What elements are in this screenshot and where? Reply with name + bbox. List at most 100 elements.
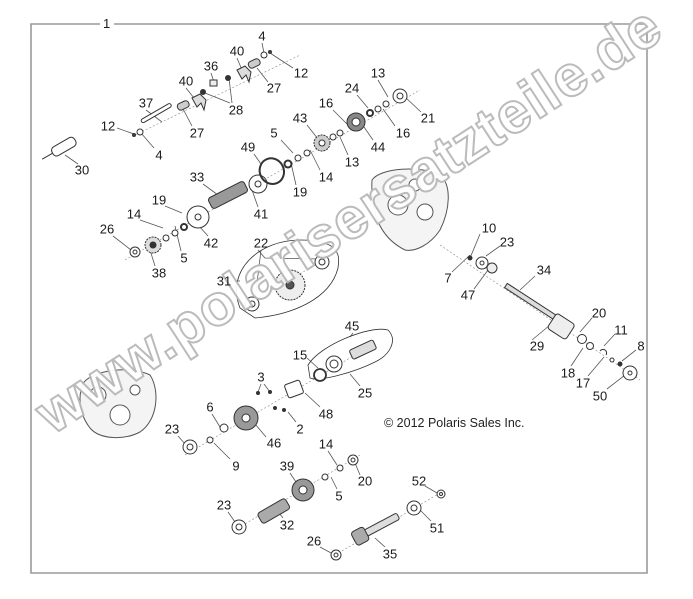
callout-25[interactable]: 25 (357, 385, 373, 401)
callout-12[interactable]: 12 (293, 65, 309, 81)
callout-7[interactable]: 7 (444, 270, 452, 286)
callout-11[interactable]: 11 (614, 322, 628, 338)
callout-34[interactable]: 34 (536, 262, 552, 278)
callout-19[interactable]: 19 (151, 192, 167, 208)
callout-40[interactable]: 40 (178, 73, 194, 89)
callout-37[interactable]: 37 (138, 95, 154, 111)
callout-48[interactable]: 48 (318, 406, 334, 422)
callout-4[interactable]: 4 (155, 147, 163, 163)
callout-22[interactable]: 22 (253, 235, 269, 251)
callout-40[interactable]: 40 (229, 43, 245, 59)
callout-3[interactable]: 3 (257, 369, 265, 385)
part-washer-5 (321, 473, 329, 481)
part-washer (366, 109, 374, 117)
callout-28[interactable]: 28 (228, 102, 244, 118)
callout-44[interactable]: 44 (370, 139, 386, 155)
callout-23[interactable]: 23 (216, 497, 232, 513)
callout-27[interactable]: 27 (189, 125, 205, 141)
part-bearing-25 (325, 355, 343, 373)
part-oring-18 (586, 342, 594, 350)
callout-43[interactable]: 43 (292, 110, 308, 126)
callout-5[interactable]: 5 (270, 125, 278, 141)
callout-38[interactable]: 38 (151, 265, 167, 281)
callout-14[interactable]: 14 (318, 169, 334, 185)
callout-36[interactable]: 36 (203, 58, 219, 74)
callout-20[interactable]: 20 (591, 305, 607, 321)
callout-27[interactable]: 27 (266, 80, 282, 96)
part-clip-11 (599, 348, 608, 356)
callout-41[interactable]: 41 (253, 206, 269, 222)
callout-6[interactable]: 6 (206, 399, 214, 415)
part-gear-case-right (371, 168, 449, 251)
callout-26[interactable]: 26 (99, 221, 115, 237)
callout-49[interactable]: 49 (240, 139, 256, 155)
part-idler-gear (274, 269, 306, 301)
part-bearing-23 (475, 256, 489, 270)
callout-5[interactable]: 5 (335, 488, 343, 504)
callout-33[interactable]: 33 (189, 169, 205, 185)
callout-20[interactable]: 20 (357, 473, 373, 489)
callout-16[interactable]: 16 (318, 95, 334, 111)
callout-45[interactable]: 45 (344, 318, 360, 334)
callout-52[interactable]: 52 (411, 473, 427, 489)
callout-46[interactable]: 46 (266, 435, 282, 451)
callout-29[interactable]: 29 (529, 338, 545, 354)
part-shaft-32 (257, 498, 290, 524)
part-bearing-21 (392, 88, 408, 104)
part-gear-39 (291, 478, 315, 502)
callout-4[interactable]: 4 (258, 28, 266, 44)
callout-50[interactable]: 50 (592, 388, 608, 404)
part-bearing-26b (330, 549, 342, 561)
part-shift-fork (236, 65, 252, 84)
part-pinion (349, 339, 377, 360)
callout-23[interactable]: 23 (499, 234, 515, 250)
part-rod (140, 103, 172, 124)
part-dowel (273, 406, 277, 410)
callout-10[interactable]: 10 (481, 220, 497, 236)
callout-13[interactable]: 13 (370, 65, 386, 81)
callout-24[interactable]: 24 (344, 80, 360, 96)
assembly-label[interactable]: 1 (101, 16, 113, 31)
part-screw (268, 390, 272, 394)
part-flange-50 (622, 365, 638, 381)
callout-31[interactable]: 31 (216, 273, 232, 289)
callout-23[interactable]: 23 (164, 421, 180, 437)
callout-14[interactable]: 14 (126, 206, 142, 222)
part-washer (374, 105, 382, 113)
part-chain-49 (258, 157, 285, 185)
callout-39[interactable]: 39 (279, 458, 295, 474)
part-coupler-29 (547, 313, 575, 340)
part-detent (209, 79, 218, 87)
callout-8[interactable]: 8 (637, 338, 645, 354)
callout-35[interactable]: 35 (382, 546, 398, 562)
callout-21[interactable]: 21 (420, 110, 436, 126)
part-shift-shaft (41, 136, 77, 160)
callout-17[interactable]: 17 (575, 375, 591, 391)
callout-15[interactable]: 15 (292, 347, 308, 363)
callout-2[interactable]: 2 (296, 421, 304, 437)
part-washer-9 (206, 436, 214, 444)
part-gear-41 (248, 174, 268, 194)
part-nut-8 (617, 361, 623, 367)
part-output-shaft (503, 282, 559, 321)
callout-32[interactable]: 32 (279, 517, 295, 533)
callout-14[interactable]: 14 (318, 436, 334, 452)
part-gear-42 (186, 205, 210, 229)
callout-9[interactable]: 9 (232, 458, 240, 474)
part-bearing-20 (577, 334, 587, 344)
callout-19[interactable]: 19 (292, 184, 308, 200)
callout-26[interactable]: 26 (306, 533, 322, 549)
part-washer-17 (609, 357, 615, 363)
callout-5[interactable]: 5 (180, 250, 188, 266)
part-spring (247, 58, 261, 69)
part-bearing (314, 254, 330, 270)
callout-13[interactable]: 13 (344, 154, 360, 170)
callout-30[interactable]: 30 (74, 162, 90, 178)
callout-18[interactable]: 18 (560, 365, 576, 381)
callout-16[interactable]: 16 (395, 125, 411, 141)
callout-51[interactable]: 51 (429, 520, 445, 536)
callout-12[interactable]: 12 (100, 118, 116, 134)
callout-42[interactable]: 42 (203, 235, 219, 251)
callout-47[interactable]: 47 (460, 287, 476, 303)
